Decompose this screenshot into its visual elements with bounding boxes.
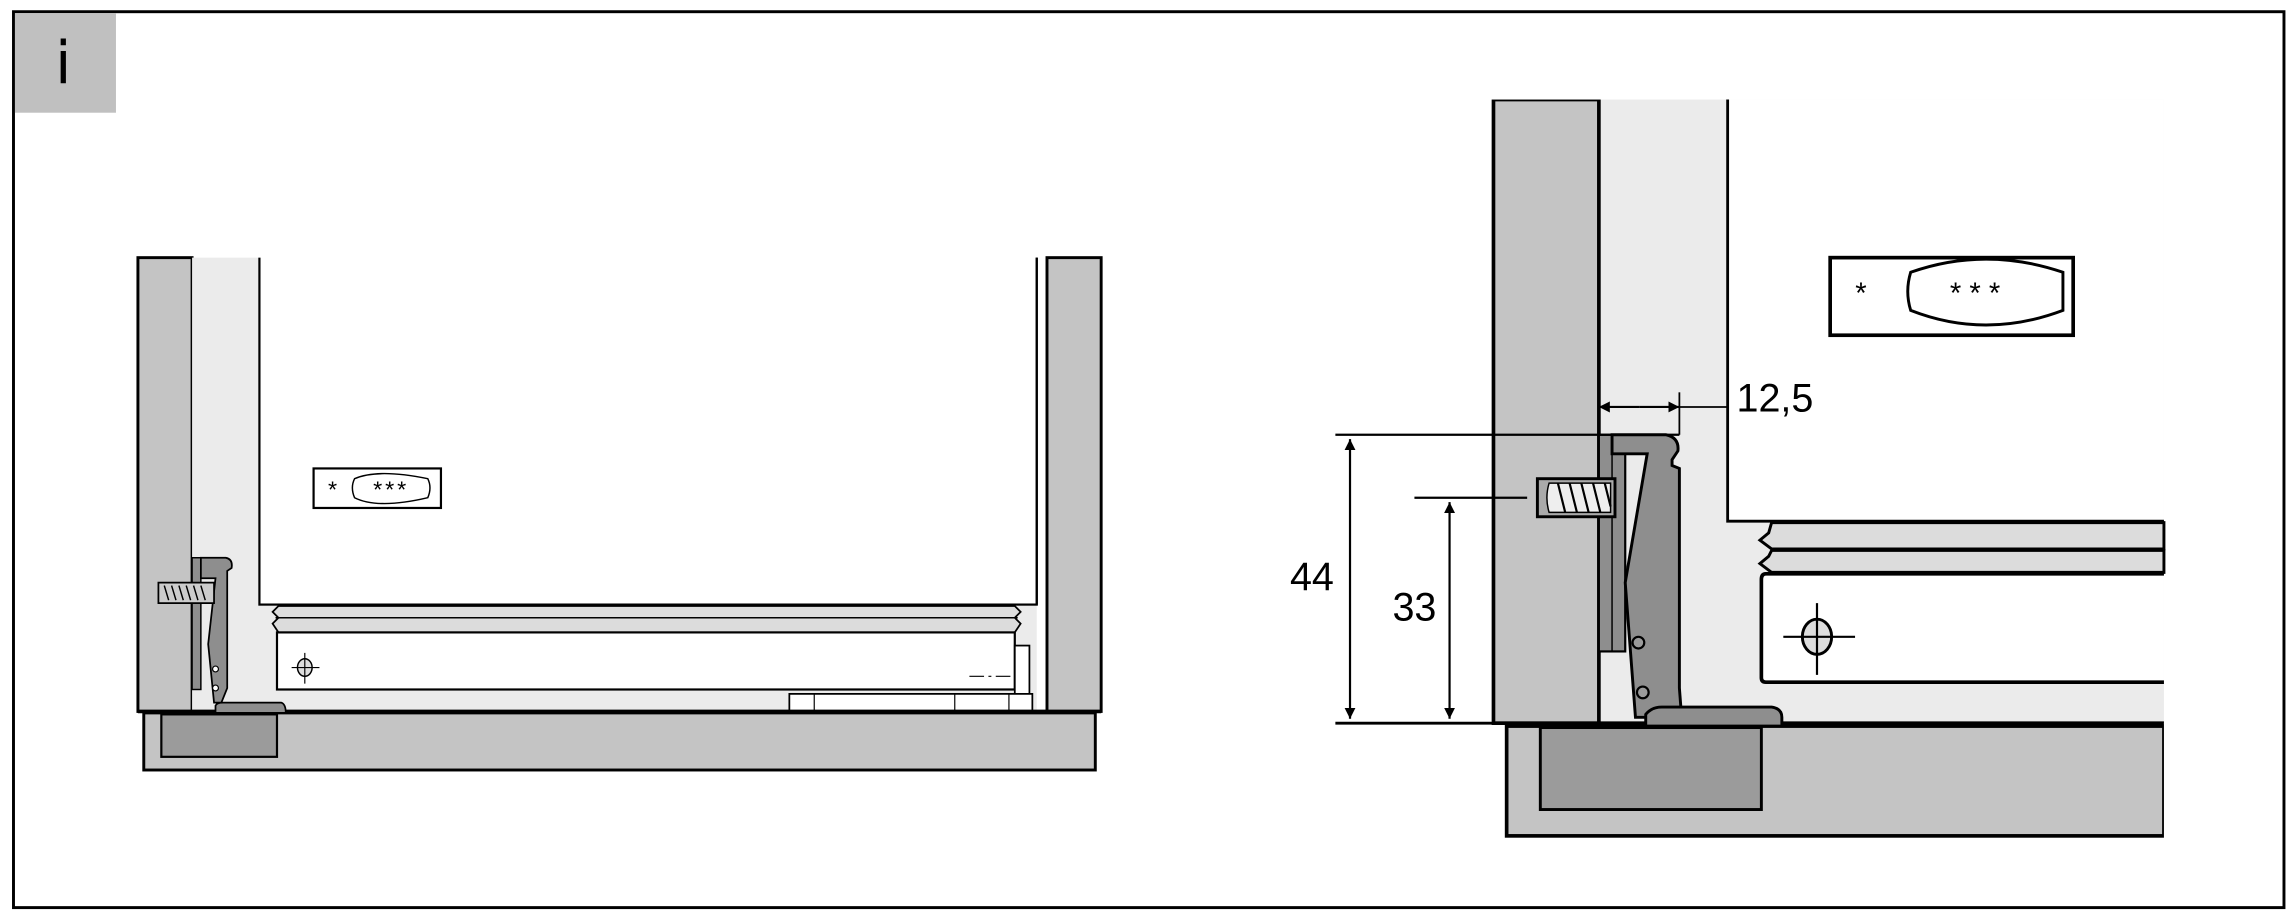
right-label-single: * <box>1855 278 1866 310</box>
right-drawer-label <box>1828 255 2076 338</box>
drawer-bottom-profile <box>1757 521 2166 551</box>
info-icon: i <box>55 29 71 97</box>
dimension-gap <box>1598 392 1728 435</box>
dimension-screw-height-label: 33 <box>1392 586 1436 630</box>
right-view <box>1335 87 2179 841</box>
dimension-total-height <box>1335 433 1680 725</box>
left-drawer-label <box>312 467 443 510</box>
left-cabinet-wall <box>136 256 194 713</box>
cabinet-side-wall <box>1491 97 1601 725</box>
cabinet-base <box>142 711 1097 772</box>
right-cabinet-wall <box>1045 256 1103 713</box>
runner-strip <box>788 693 1034 713</box>
left-view <box>136 219 1103 772</box>
right-hinge <box>1535 433 1784 728</box>
dimension-gap-label: 12,5 <box>1736 376 1813 420</box>
drawer-front <box>258 233 1038 606</box>
dimension-screw-height <box>1414 496 1528 719</box>
info-badge: i <box>14 13 116 113</box>
left-label-single: * <box>328 477 337 503</box>
drawer-bottom-profile <box>271 605 1022 634</box>
drawer-rail <box>275 631 1016 691</box>
drawer-rail <box>1759 572 2164 684</box>
dimension-total-height-label: 44 <box>1290 555 1334 599</box>
left-hinge <box>157 556 287 714</box>
right-label-triple: * * * <box>1950 278 2000 310</box>
left-label-triple: *** <box>373 477 409 503</box>
